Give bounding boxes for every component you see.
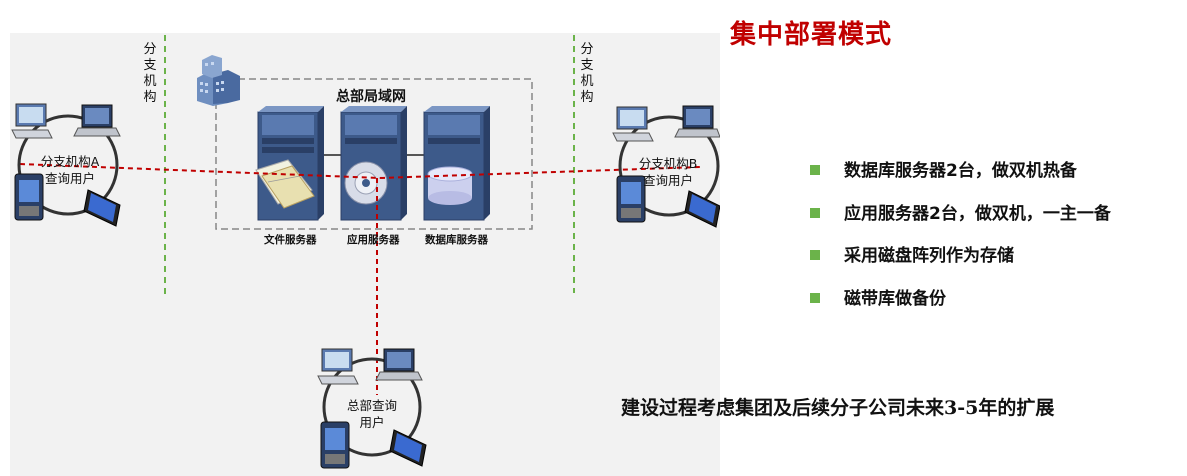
branch-label-left: 分 支 机 构 (143, 42, 157, 105)
link-branch-a (19, 163, 381, 179)
branch-a-label: 分支机构A 查询用户 (40, 154, 100, 186)
page-title: 集中部署模式 (730, 20, 893, 50)
network-diagram (11, 35, 720, 469)
app-server-label: 应用服务器 (347, 234, 400, 246)
desktop-icon (612, 106, 654, 142)
tablet-icon (684, 190, 720, 228)
desktop-icon (11, 103, 53, 139)
list-item: 数据库服务器2台，做双机热备 (808, 158, 1111, 201)
bullet-square-icon (810, 250, 820, 260)
tablet-icon (83, 189, 121, 227)
pda-icon (616, 175, 646, 223)
hq-users (317, 348, 427, 469)
app-server-icon (340, 106, 407, 221)
bullet-square-icon (810, 207, 820, 218)
laptop-icon (73, 104, 121, 137)
laptop-icon (375, 348, 423, 381)
branch-b-users (612, 105, 720, 228)
branch-b-label: 分支机构B 查询用户 (638, 156, 698, 188)
list-item: 磁带库做备份 (808, 286, 1111, 329)
feature-list: 数据库服务器2台，做双机热备 应用服务器2台，做双机，一主一备 采用磁盘阵列作为… (808, 158, 1111, 328)
bullet-square-icon (810, 292, 820, 303)
desktop-icon (317, 348, 359, 385)
file-server-icon (255, 106, 324, 221)
bullet-square-icon (810, 165, 820, 175)
file-server-label: 文件服务器 (264, 234, 317, 246)
hq-label: 总部查询 用户 (346, 398, 397, 430)
lan-label: 总部局域网 (336, 89, 406, 105)
branch-a-users (11, 103, 121, 227)
building-icon (197, 55, 240, 106)
database-server-icon (423, 106, 490, 221)
footer-note: 建设过程考虑集团及后续分子公司未来3-5年的扩展 (621, 397, 1055, 419)
list-item: 采用磁盘阵列作为存储 (808, 243, 1111, 286)
list-item: 应用服务器2台，做双机，一主一备 (808, 201, 1111, 244)
lan-boundary (215, 78, 533, 230)
laptop-icon (674, 105, 720, 138)
tablet-icon (389, 429, 427, 467)
branch-label-right: 分 支 机 构 (580, 42, 594, 105)
pda-icon (14, 173, 44, 221)
db-server-label: 数据库服务器 (425, 234, 488, 246)
pda-icon (320, 421, 350, 469)
